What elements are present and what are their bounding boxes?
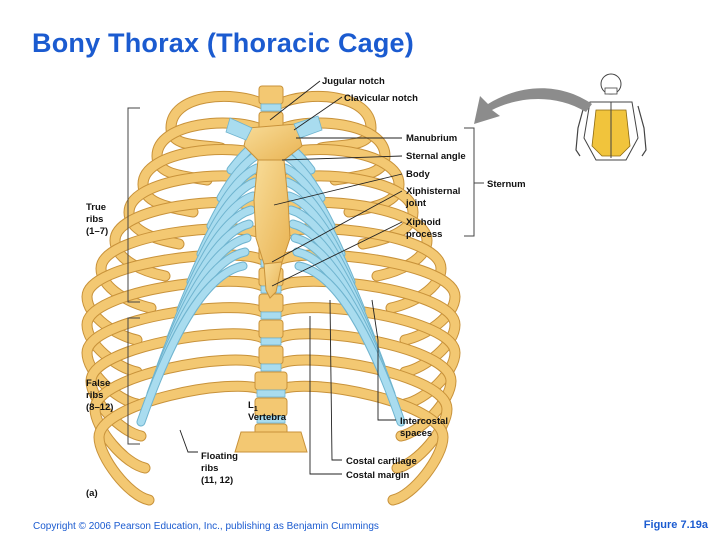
label-sternal-angle: Sternal angle — [406, 151, 466, 162]
label-jugular-notch: Jugular notch — [322, 76, 385, 87]
label-sternum: Sternum — [487, 179, 526, 190]
clavicular-notch-left — [225, 117, 253, 141]
intervertebral-disc — [260, 363, 282, 372]
label-xiphisternal-joint: joint — [405, 198, 427, 209]
intervertebral-disc — [260, 337, 282, 346]
figure-number: Figure 7.19a — [643, 519, 708, 531]
vertebra — [254, 371, 288, 391]
label-floating: Floating — [201, 451, 238, 462]
label-body: Body — [406, 169, 430, 180]
rib-fill — [90, 355, 268, 473]
label-true-ribs: ribs — [86, 214, 103, 225]
label-xiphisternal: Xiphisternal — [406, 186, 460, 197]
skeleton-thumbnail — [575, 73, 647, 161]
brackets — [127, 107, 484, 445]
costal-cartilage-fill — [295, 262, 405, 426]
leader-lines — [179, 80, 403, 475]
label-manubrium: Manubrium — [406, 133, 457, 144]
label-true: True — [86, 202, 106, 213]
intervertebral-disc — [256, 389, 286, 398]
rib-fill — [274, 381, 448, 505]
rib-fill — [94, 381, 268, 505]
label-false: False — [86, 378, 110, 389]
label-false-range: (8–12) — [86, 402, 113, 413]
costal-cartilage-fill — [137, 262, 247, 426]
sternal-body — [253, 159, 291, 265]
label-clavicular-notch: Clavicular notch — [344, 93, 418, 104]
page-title: Bony Thorax (Thoracic Cage) — [32, 28, 414, 58]
label-l1: L1 — [248, 400, 258, 413]
rib-fill — [166, 91, 268, 153]
intervertebral-disc — [260, 311, 282, 320]
label-panel-a: (a) — [86, 488, 98, 499]
label-floating-range: (11, 12) — [201, 475, 233, 486]
true-ribs-bracket — [127, 107, 140, 303]
label-intercostal: Intercostal — [400, 416, 448, 427]
label-costal-cartilage: Costal cartilage — [346, 456, 417, 467]
intervertebral-disc — [260, 103, 282, 112]
vertebra — [258, 345, 284, 365]
vertebra — [258, 319, 284, 339]
label-xiphoid: Xiphoid — [406, 217, 441, 228]
lumbar-vertebra — [234, 431, 308, 453]
sternum — [225, 115, 323, 299]
sternum-bracket — [464, 127, 475, 237]
label-intercostal-spaces: spaces — [400, 428, 432, 439]
rib-fill — [274, 91, 376, 153]
vertebra — [258, 85, 284, 105]
copyright-text: Copyright © 2006 Pearson Education, Inc.… — [33, 521, 379, 532]
labels: Jugular notch Clavicular notch Manubrium… — [86, 76, 526, 499]
false-ribs-bracket — [127, 317, 140, 445]
label-costal-margin: Costal margin — [346, 470, 410, 481]
rib-fill — [274, 355, 452, 473]
label-floating-ribs: ribs — [201, 463, 218, 474]
xiphoid-process — [263, 261, 283, 299]
intervertebral-disc — [256, 415, 286, 424]
arrow-icon — [474, 88, 592, 124]
label-false-ribs: ribs — [86, 390, 103, 401]
label-true-range: (1–7) — [86, 226, 108, 237]
label-vertebra: Vertebra — [248, 412, 287, 423]
label-xiphoid-process: process — [406, 229, 442, 240]
